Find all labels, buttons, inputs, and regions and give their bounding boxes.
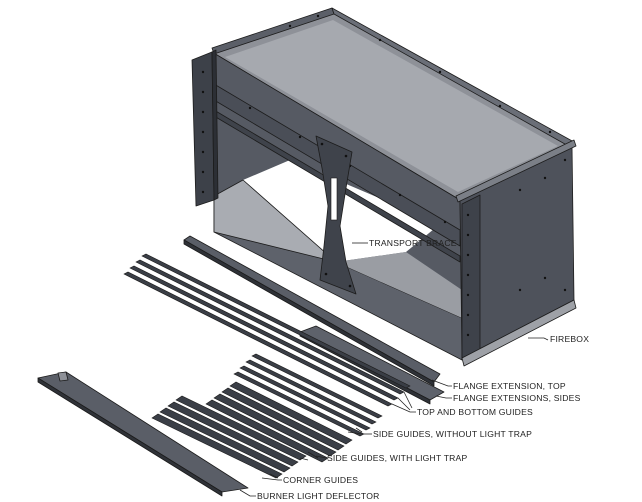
- label-transport-brace: TRANSPORT BRACE: [369, 238, 457, 248]
- label-flange-extension-top: FLANGE EXTENSION, TOP: [453, 381, 566, 391]
- corner-guides: [151, 395, 307, 479]
- leader-lines: [239, 242, 549, 497]
- label-burner-light-deflector: BURNER LIGHT DEFLECTOR: [257, 491, 380, 501]
- label-top-and-bottom-guides: TOP AND BOTTOM GUIDES: [417, 407, 533, 417]
- label-flange-extensions-sides: FLANGE EXTENSIONS, SIDES: [453, 393, 581, 403]
- label-side-guides-without-light-trap: SIDE GUIDES, WITHOUT LIGHT TRAP: [373, 429, 532, 439]
- top-and-bottom-guides: [123, 253, 411, 407]
- burner-light-deflector: [37, 371, 249, 497]
- label-side-guides-with-light-trap: SIDE GUIDES, WITH LIGHT TRAP: [327, 453, 467, 463]
- flange-extension-top: [183, 235, 441, 387]
- side-guides-with-light-trap: [205, 381, 353, 463]
- side-guides-without-light-trap: [233, 353, 383, 437]
- label-corner-guides: CORNER GUIDES: [283, 475, 358, 485]
- firebox: [191, 7, 577, 367]
- transport-brace: [315, 135, 357, 295]
- label-firebox: FIREBOX: [550, 334, 589, 344]
